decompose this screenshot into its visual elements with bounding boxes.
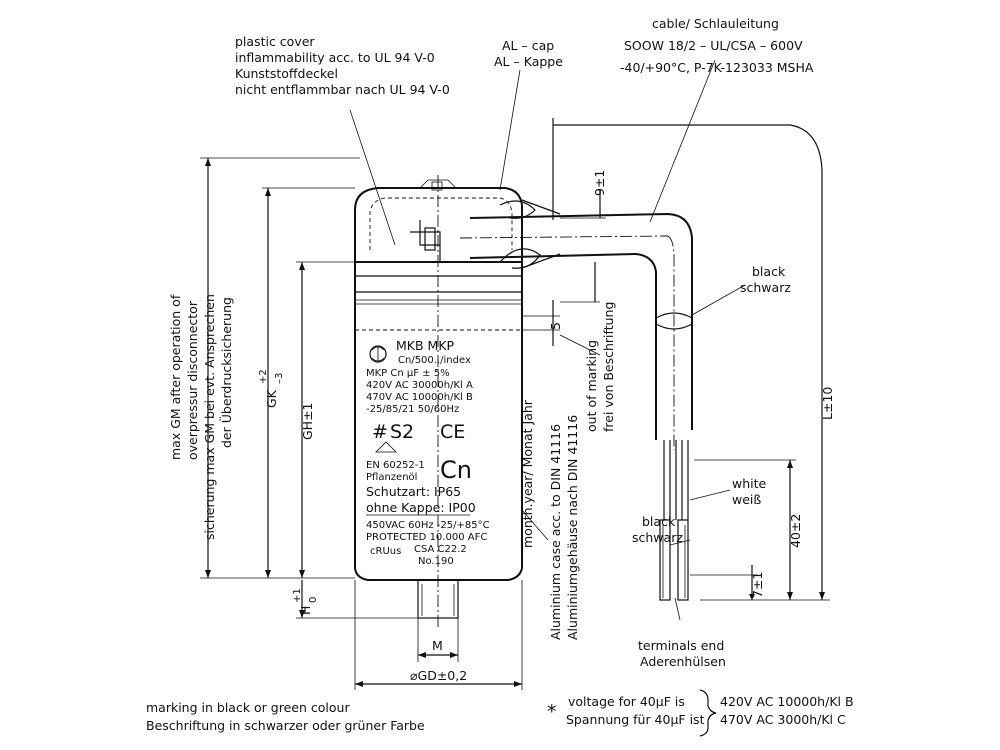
- out-of-marking-label-1: out of marking: [584, 340, 599, 432]
- dimension-lines: [200, 118, 830, 690]
- black-bottom-label-1: black: [642, 514, 676, 529]
- h-tol-minus: 0: [308, 597, 319, 603]
- footer-marking-1: marking in black or green colour: [146, 700, 350, 715]
- aluminium-case-label-2: Aluminiumgehäuse nach DIN 41116: [565, 415, 580, 640]
- cn-mark: Cn: [440, 456, 472, 484]
- white-label-1: white: [732, 476, 767, 491]
- capacitor-marking: MKB MKP Cn/500../index MKP Cn µF ± 5% 42…: [366, 338, 490, 567]
- dimension-labels: GK +2 –3 GH±1 H +1 0 M ⌀GD±0,2 L±10 40±2…: [258, 170, 835, 683]
- footer-voltage-en: voltage for 40µF is: [568, 694, 685, 709]
- footer-marking-2: Beschriftung in schwarzer oder grüner Fa…: [146, 718, 425, 733]
- curly-brace: [699, 689, 717, 737]
- plastic-cover-label-3: Kunststoffdeckel: [235, 66, 338, 81]
- black-top-label-1: black: [752, 264, 786, 279]
- five-label: 5: [548, 322, 563, 330]
- cable: [459, 199, 693, 601]
- print-protected: PROTECTED 10.000 AFC: [366, 532, 487, 543]
- h-label: H: [298, 606, 313, 615]
- footer-val-2: 470V AC 3000h/Kl C: [720, 712, 846, 727]
- s2-mark: S2: [390, 421, 414, 443]
- ul-mark-icon: cRUus: [370, 546, 401, 557]
- plastic-cover: [354, 187, 523, 262]
- max-gm-label-3: sicherung max GM bei evt. Ansprechen: [202, 294, 217, 540]
- print-en: EN 60252-1: [366, 460, 425, 471]
- gk-tol-plus: +2: [258, 369, 269, 384]
- gk-label: GK: [264, 389, 279, 408]
- terminals-label-1: terminals end: [638, 638, 724, 653]
- al-cap-label-1: AL – cap: [502, 38, 554, 53]
- black-bottom-label-2: schwarz: [632, 530, 683, 545]
- vde-triangle-icon: [375, 441, 397, 453]
- print-line-2: Cn/500../index: [398, 355, 471, 366]
- l-label: L±10: [820, 387, 835, 420]
- white-label-2: weiß: [732, 492, 761, 507]
- print-line-1: MKB MKP: [396, 338, 455, 353]
- print-ohne-kappe: ohne Kappe: IP00: [366, 500, 476, 515]
- max-gm-label-4: der Überdrucksicherung: [218, 297, 234, 448]
- ce-mark: CE: [440, 421, 465, 443]
- gd-label: ⌀GD±0,2: [410, 668, 467, 683]
- cable-label-1: cable/ Schlauleitung: [652, 16, 779, 31]
- seven-label: 7±1: [750, 572, 765, 598]
- nine-label: 9±1: [592, 170, 607, 196]
- forty-label: 40±2: [788, 514, 803, 548]
- al-cap-label-2: AL – Kappe: [494, 54, 563, 69]
- capacitor-body: [354, 175, 523, 630]
- print-line-6: -25/85/21 50/60Hz: [366, 404, 459, 415]
- leader-lines: [349, 59, 746, 621]
- footer-star: *: [547, 701, 557, 723]
- cable-label-3: -40/+90°C, P-7K-123033 MSHA: [620, 60, 814, 75]
- m-label: M: [432, 638, 443, 653]
- gh-label: GH±1: [300, 402, 315, 440]
- print-schutzart: Schutzart: IP65: [366, 484, 461, 499]
- footer-val-1: 420V AC 10000h/Kl B: [720, 694, 854, 709]
- max-gm-label-1: max GM after operation of: [168, 294, 183, 460]
- month-year-label: month.year/ Monat Jahr: [520, 399, 535, 548]
- cable-label-2: SOOW 18/2 – UL/CSA – 600V: [624, 38, 803, 53]
- gk-tol-minus: –3: [274, 373, 285, 384]
- black-top-label-2: schwarz: [740, 280, 791, 295]
- print-450: 450VAC 60Hz -25/+85°C: [366, 520, 490, 531]
- print-line-3: MKP Cn µF ± 5%: [366, 368, 450, 379]
- plastic-cover-label-2: inflammability acc. to UL 94 V-0: [235, 50, 435, 65]
- print-csa: CSA C22.2: [414, 544, 467, 555]
- terminals-label-2: Aderenhülsen: [640, 654, 726, 669]
- print-line-4: 420V AC 30000h/Kl A: [366, 380, 473, 391]
- print-no190: No.190: [418, 556, 454, 567]
- h-tol-plus: +1: [292, 588, 303, 603]
- footer-notes: marking in black or green colour Beschri…: [146, 689, 854, 737]
- aluminium-case-label-1: Aluminium case acc. to DIN 41116: [548, 424, 563, 640]
- hash-symbol-icon: #: [372, 421, 388, 443]
- print-oil: Pflanzenöl: [366, 472, 417, 483]
- footer-voltage-de: Spannung für 40µF ist: [566, 712, 705, 727]
- max-gm-label-2: overpressur disconnector: [185, 300, 200, 460]
- mounting-stud: [417, 579, 459, 619]
- out-of-marking-label-2: frei von Beschriftung: [601, 302, 616, 432]
- plastic-cover-label-1: plastic cover: [235, 34, 315, 49]
- callout-labels: plastic cover inflammability acc. to UL …: [168, 16, 814, 669]
- print-line-5: 470V AC 10000h/Kl B: [366, 392, 473, 403]
- plastic-cover-label-4: nicht entflammbar nach UL 94 V-0: [235, 82, 450, 97]
